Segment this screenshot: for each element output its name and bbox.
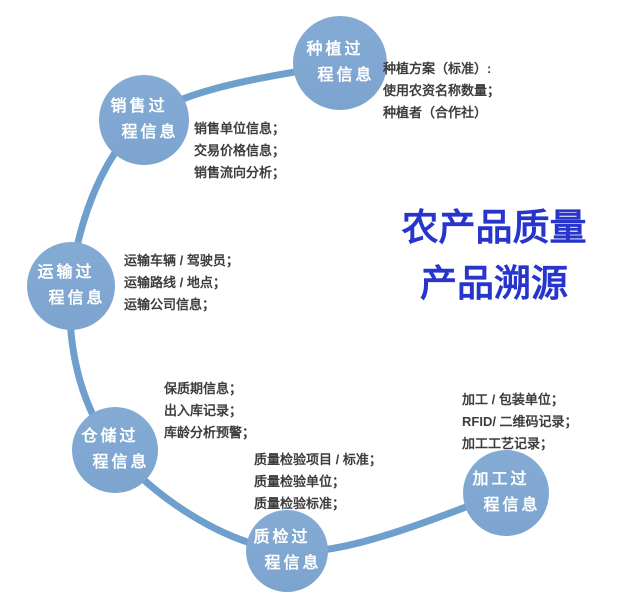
node-transport: 运输过 程信息 (27, 242, 115, 330)
note-line: 销售流向分析； (194, 165, 286, 180)
note-line: 库龄分析预警； (164, 425, 256, 440)
node-sales-label-line2: 程信息 (121, 124, 179, 141)
note-line: 出入库记录； (164, 403, 243, 418)
node-sales: 销售过 程信息 (99, 75, 189, 165)
note-line: 使用农资名称数量； (383, 83, 501, 98)
notes-warehouse: 保质期信息； 出入库记录； 库龄分析预警； (164, 378, 255, 444)
note-line: 运输公司信息； (124, 297, 216, 312)
node-warehouse-label-line1: 仓储过 (81, 428, 139, 445)
note-line: 加工工艺记录； (462, 436, 554, 451)
node-processing: 加工过 程信息 (463, 450, 549, 536)
note-line: 保质期信息； (164, 381, 243, 396)
note-line: RFID/ 二维码记录； (462, 414, 578, 429)
notes-quality: 质量检验项目 / 标准； 质量检验单位； 质量检验标准； (254, 449, 382, 515)
node-processing-label-line1: 加工过 (472, 471, 530, 488)
note-line: 质量检验项目 / 标准； (254, 452, 382, 467)
node-quality-label-line2: 程信息 (264, 555, 322, 572)
node-processing-label-line2: 程信息 (483, 497, 541, 514)
note-line: 交易价格信息； (194, 143, 286, 158)
title-line-1: 农产品质量 (401, 207, 587, 248)
node-planting-label-line2: 程信息 (317, 67, 375, 84)
notes-planting: 种植方案（标准）: 使用农资名称数量； 种植者（合作社） (383, 58, 500, 124)
note-line: 销售单位信息； (194, 121, 286, 136)
note-line: 种植者（合作社） (383, 105, 488, 120)
notes-sales: 销售单位信息； 交易价格信息； 销售流向分析； (194, 118, 285, 184)
node-transport-label-line1: 运输过 (37, 264, 95, 281)
note-line: 质量检验标准； (254, 496, 346, 511)
node-warehouse-label-line2: 程信息 (92, 454, 150, 471)
note-line: 运输车辆 / 驾驶员； (124, 253, 239, 268)
node-planting: 种植过 程信息 (293, 16, 387, 110)
note-line: 运输路线 / 地点； (124, 275, 226, 290)
node-warehouse: 仓储过 程信息 (72, 407, 158, 493)
notes-processing: 加工 / 包装单位； RFID/ 二维码记录； 加工工艺记录； (462, 389, 578, 455)
notes-transport: 运输车辆 / 驾驶员； 运输路线 / 地点； 运输公司信息； (124, 250, 239, 316)
node-transport-label-line2: 程信息 (48, 290, 106, 307)
diagram-title: 农产品质量 产品溯源 (388, 200, 600, 312)
note-line: 种植方案（标准）: (383, 61, 492, 76)
node-sales-label-line1: 销售过 (110, 98, 168, 115)
note-line: 质量检验单位； (254, 474, 346, 489)
node-quality-label-line1: 质检过 (253, 529, 311, 546)
node-quality: 质检过 程信息 (246, 510, 328, 592)
title-line-2: 产品溯源 (420, 263, 568, 304)
node-planting-label-line1: 种植过 (306, 41, 364, 58)
note-line: 加工 / 包装单位； (462, 392, 564, 407)
